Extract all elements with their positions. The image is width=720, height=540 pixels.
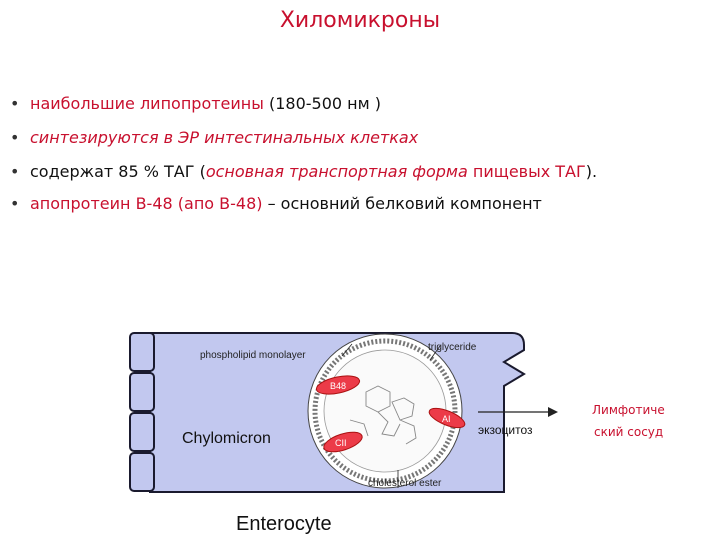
bullet-item: • апопротеин В-48 (апо В-48) – основний б… bbox=[10, 194, 542, 213]
page-title: Хиломикроны bbox=[279, 8, 441, 33]
bullet-text: пищевых ТАГ bbox=[467, 162, 586, 181]
phospholipid-label: phospholipid monolayer bbox=[200, 350, 306, 361]
bullet-marker: • bbox=[10, 162, 20, 181]
apo-c: CII bbox=[323, 431, 363, 453]
enterocyte-label: Enterocyte bbox=[236, 513, 332, 535]
bullet-text: основная транспортная форма bbox=[205, 162, 468, 181]
cell-basal-edge bbox=[129, 332, 155, 492]
lymph-vessel-label-line1: Лимфотиче bbox=[592, 403, 665, 417]
bullet-text: апопротеин В-48 (апо В-48) bbox=[30, 194, 263, 213]
bullet-text: синтезируются в ЭР интестинальных клетка… bbox=[30, 128, 419, 147]
bullet-marker: • bbox=[10, 128, 20, 147]
bullet-item: • наибольшие липопротеины (180-500 нм ) bbox=[10, 94, 381, 113]
svg-text:CII: CII bbox=[335, 438, 347, 448]
svg-text:AI: AI bbox=[442, 414, 451, 424]
exocytosis-arrow bbox=[478, 407, 558, 417]
bullet-item: • содержат 85 % ТАГ (основная транспортна… bbox=[10, 162, 597, 181]
triglyceride-label: triglyceride bbox=[428, 342, 477, 353]
bullet-marker: • bbox=[10, 194, 20, 213]
bullet-item: • синтезируются в ЭР интестинальных клетк… bbox=[10, 128, 418, 147]
chylomicron-label: Chylomicron bbox=[182, 430, 271, 447]
bullet-marker: • bbox=[10, 94, 20, 113]
apo-b48: B48 bbox=[315, 375, 361, 395]
bullet-text: – основний белковий компонент bbox=[262, 194, 542, 213]
cholesterol-ester-label: cholesterol ester bbox=[368, 478, 442, 489]
bullet-text: (180-500 нм ) bbox=[263, 94, 382, 113]
exocytosis-label: экзоцитоз bbox=[478, 423, 533, 437]
apo-a: AI bbox=[428, 407, 466, 429]
bullet-text: содержат 85 % ТАГ ( bbox=[30, 162, 206, 181]
svg-text:B48: B48 bbox=[330, 381, 346, 391]
lymph-vessel-label-line2: ский сосуд bbox=[594, 425, 663, 439]
bullet-text: ). bbox=[585, 162, 598, 181]
bullet-text: наибольшие липопротеины bbox=[30, 94, 264, 113]
